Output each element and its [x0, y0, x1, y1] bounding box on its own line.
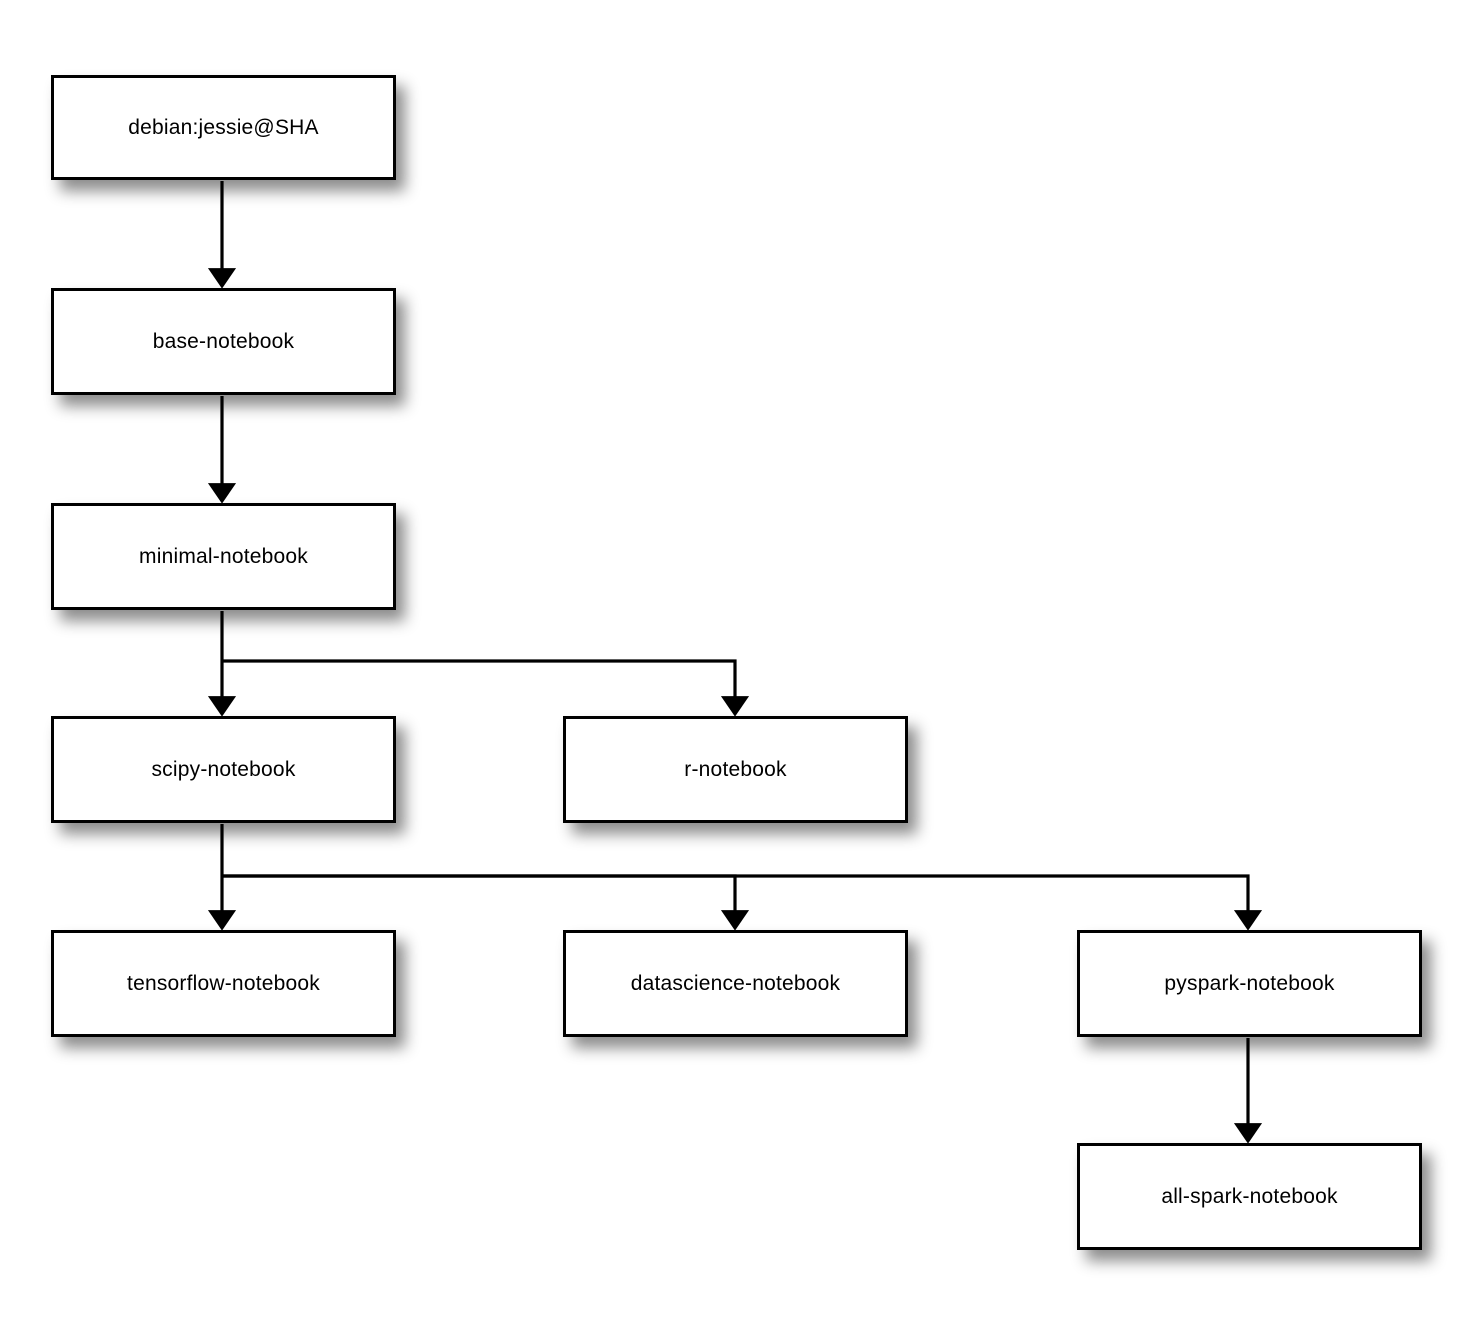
node-debian[interactable]: debian:jessie@SHA — [51, 75, 396, 180]
node-label-scipy-notebook: scipy-notebook — [151, 757, 296, 781]
edge-scipy-to-datascience — [222, 874, 750, 931]
node-base-notebook[interactable]: base-notebook — [51, 288, 396, 395]
node-label-r-notebook: r-notebook — [684, 757, 787, 781]
node-label-tensorflow-notebook: tensorflow-notebook — [127, 971, 320, 995]
node-all-spark-notebook[interactable]: all-spark-notebook — [1077, 1143, 1422, 1250]
node-label-all-spark-notebook: all-spark-notebook — [1161, 1184, 1338, 1208]
edge-scipy-to-pyspark — [222, 874, 1263, 931]
node-label-datascience-notebook: datascience-notebook — [630, 971, 841, 995]
node-pyspark-notebook[interactable]: pyspark-notebook — [1077, 930, 1422, 1037]
node-scipy-notebook[interactable]: scipy-notebook — [51, 716, 396, 823]
node-label-debian: debian:jessie@SHA — [128, 115, 319, 139]
node-label-base-notebook: base-notebook — [152, 329, 295, 353]
node-label-minimal-notebook: minimal-notebook — [139, 544, 308, 568]
edge-minimal-to-r — [222, 659, 750, 717]
node-label-pyspark-notebook: pyspark-notebook — [1164, 971, 1335, 995]
node-tensorflow-notebook[interactable]: tensorflow-notebook — [51, 930, 396, 1037]
node-datascience-notebook[interactable]: datascience-notebook — [563, 930, 908, 1037]
node-r-notebook[interactable]: r-notebook — [563, 716, 908, 823]
node-minimal-notebook[interactable]: minimal-notebook — [51, 503, 396, 610]
